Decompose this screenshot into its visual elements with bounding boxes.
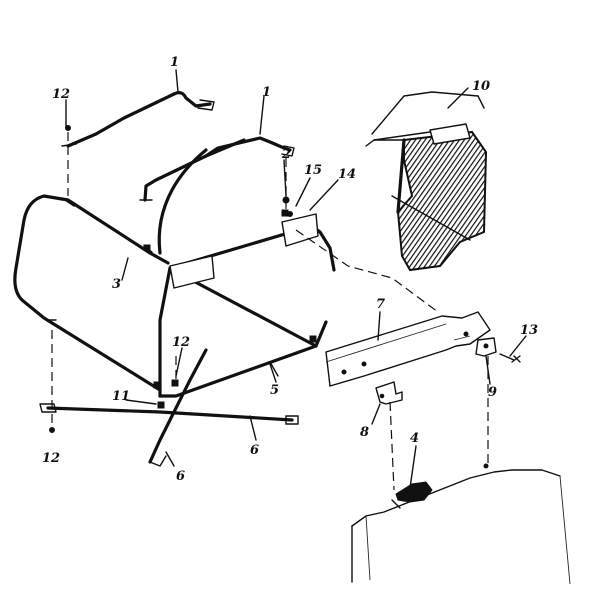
callout-15: 15 [304, 163, 322, 178]
callout-7: 7 [376, 297, 385, 312]
bolt-13 [499, 353, 521, 363]
callout-1-right: 1 [262, 85, 271, 100]
callout-12-bottom: 12 [42, 451, 60, 466]
cross-brace-6 [39, 348, 299, 467]
callout-11: 11 [112, 389, 130, 404]
support-brace-1-right [139, 136, 295, 202]
callout-4: 4 [410, 431, 419, 446]
callout-12-top: 12 [52, 87, 70, 102]
callout-13: 13 [520, 323, 538, 338]
callout-2: 2 [281, 147, 291, 162]
callout-1-left: 1 [170, 55, 179, 70]
callout-leaders [65, 69, 527, 489]
callout-labels: 1 1 2 3 4 5 6 6 7 8 9 10 11 12 12 12 13 … [42, 55, 538, 484]
bracket-8 [375, 381, 403, 405]
support-brace-1-left [61, 91, 215, 148]
roll-frame-3 [13, 194, 170, 392]
callout-14: 14 [338, 167, 356, 182]
lower-frame-5 [269, 361, 279, 377]
fender-panel-7 [325, 311, 491, 387]
callout-8: 8 [360, 425, 369, 440]
callout-6-lower: 6 [176, 469, 185, 484]
callout-6-right: 6 [250, 443, 259, 458]
callout-3: 3 [112, 277, 121, 292]
callout-9: 9 [488, 385, 497, 400]
fastener-11-12 [49, 125, 293, 433]
callout-10: 10 [472, 79, 490, 94]
bracket-9 [475, 337, 497, 357]
tractor-body [351, 463, 571, 585]
callout-12-middle: 12 [172, 335, 190, 350]
front-hoop [157, 148, 336, 398]
seat-cushion-10 [365, 91, 488, 272]
callout-5: 5 [270, 383, 279, 398]
